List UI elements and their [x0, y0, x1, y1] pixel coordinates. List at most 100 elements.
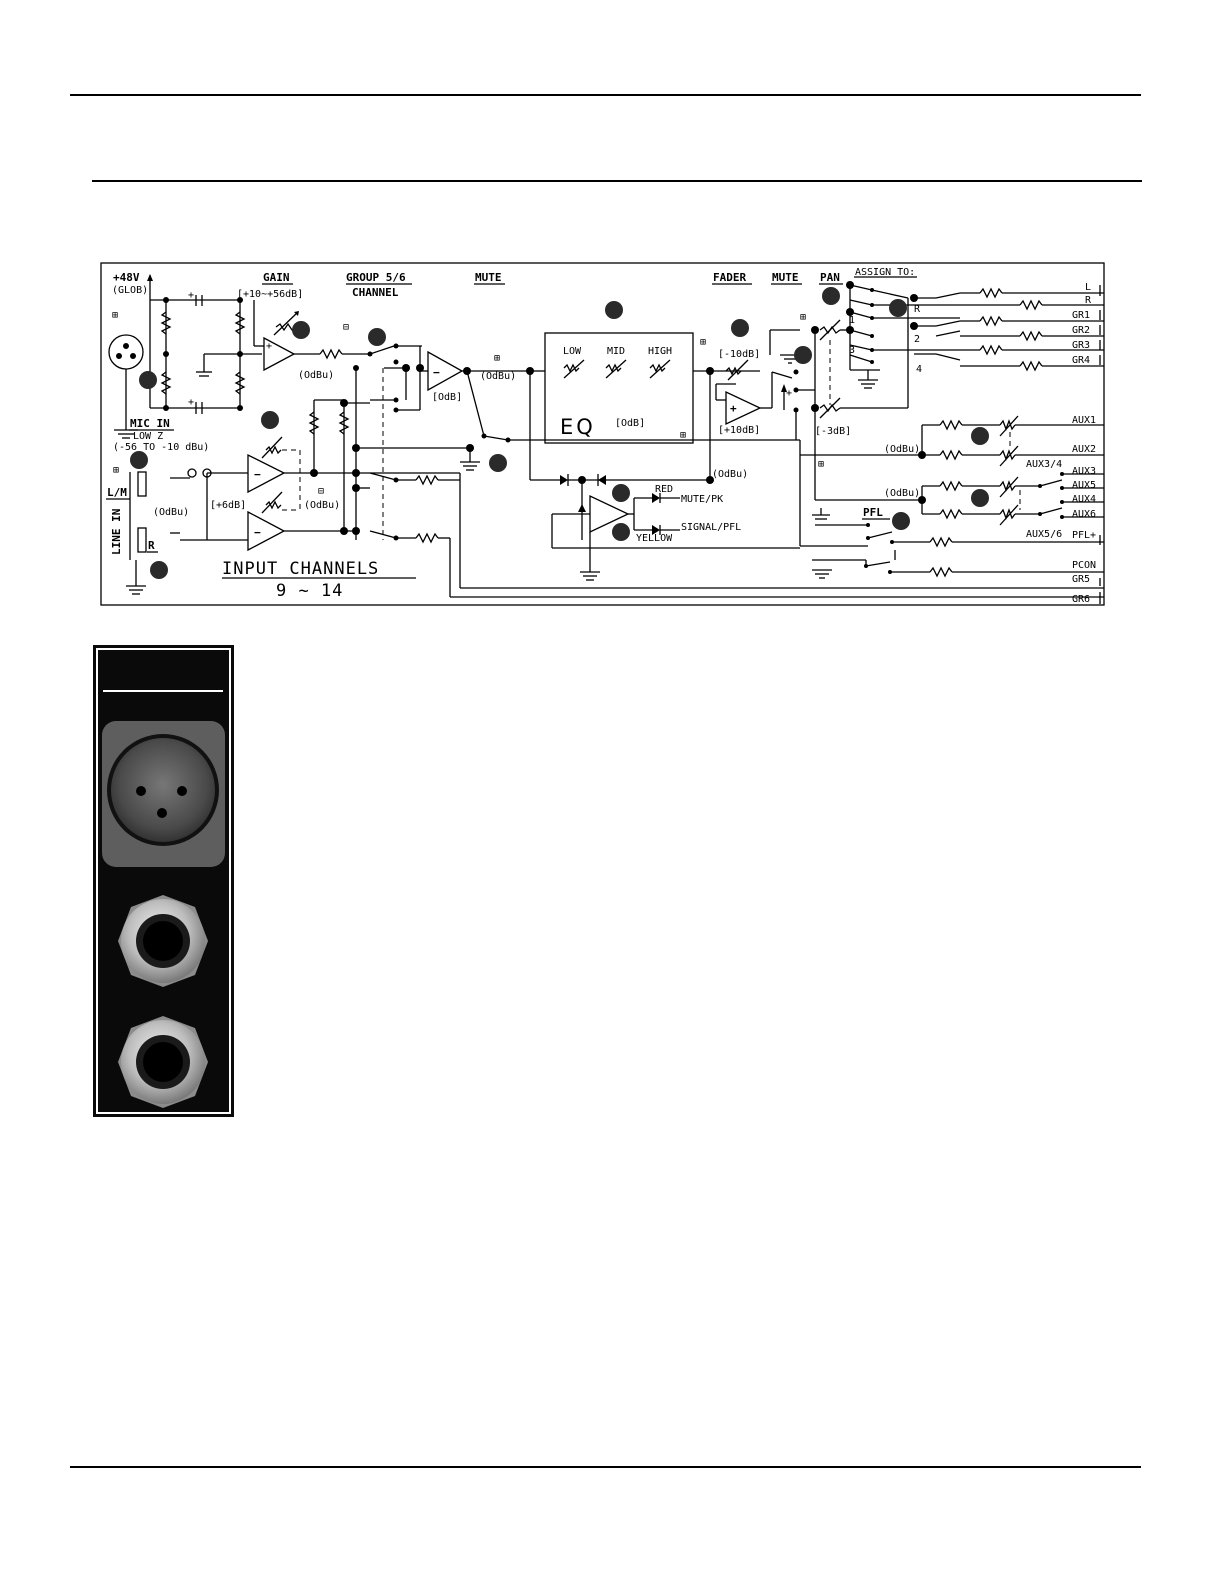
- bus-gr6: GR6: [1072, 594, 1090, 605]
- label-odbu-1: (OdBu): [298, 370, 334, 381]
- bus-gr1: GR1: [1072, 310, 1090, 321]
- callout-bubble: [731, 319, 749, 337]
- svg-text:⊞: ⊞: [818, 459, 824, 470]
- callout-bubble: [150, 561, 168, 579]
- label-lm: L/M: [107, 486, 127, 499]
- label-low-z: LOW Z: [133, 431, 163, 442]
- label-mute-1: MUTE: [475, 271, 502, 284]
- callout-bubble: [889, 299, 907, 317]
- bus-pfl: PFL+: [1072, 530, 1096, 541]
- label-odbu-7: (OdBu): [304, 500, 340, 511]
- box-plus-1: ⊞: [112, 310, 118, 321]
- callout-bubble: [612, 523, 630, 541]
- callout-bubble: [368, 328, 386, 346]
- label-mute-pk: MUTE/PK: [681, 494, 723, 505]
- label-channel: CHANNEL: [352, 286, 399, 299]
- callout-bubble: [822, 287, 840, 305]
- channel-strip-panel: [93, 645, 234, 1117]
- svg-text:−: −: [433, 366, 440, 379]
- callout-bubble: [605, 301, 623, 319]
- label-n1: 1: [849, 315, 855, 326]
- xlr-symbol-icon: [108, 334, 144, 370]
- callout-bubble: [489, 454, 507, 472]
- label-fader: FADER: [713, 271, 746, 284]
- diagram-title: INPUT CHANNELS: [222, 559, 379, 579]
- label-odbu-2: (OdBu): [480, 371, 516, 382]
- label-plus6: [+6dB]: [210, 500, 246, 511]
- svg-text:⊞: ⊞: [494, 353, 500, 364]
- svg-text:+: +: [266, 341, 272, 352]
- label-minus3: [-3dB]: [815, 426, 851, 437]
- svg-text:⊟: ⊟: [318, 486, 324, 497]
- label-odbu-6: (OdBu): [153, 507, 189, 518]
- label-plus10: [+10dB]: [718, 425, 760, 436]
- bus-aux2: AUX2: [1072, 444, 1096, 455]
- svg-text:−: −: [254, 526, 261, 539]
- label-n4: 4: [916, 364, 922, 375]
- callout-bubble: [971, 489, 989, 507]
- bus-r: R: [1085, 295, 1092, 306]
- label-nr: R: [914, 304, 921, 315]
- bus-aux5: AUX5: [1072, 480, 1096, 491]
- bus-pcon: PCON: [1072, 560, 1096, 571]
- line-amp-1: [247, 453, 286, 494]
- callout-bubble: [612, 484, 630, 502]
- callout-bubble: [130, 451, 148, 469]
- svg-text:+: +: [730, 402, 737, 415]
- label-odbu-3: (OdBu): [884, 444, 920, 455]
- header-rule-top: [70, 94, 1141, 96]
- bus-aux4: AUX4: [1072, 494, 1096, 505]
- label-odbu-4: (OdBu): [884, 488, 920, 499]
- label-mic-in: MIC IN: [130, 417, 170, 430]
- callout-bubble: [971, 427, 989, 445]
- label-group: GROUP 5/6: [346, 271, 406, 284]
- callout-bubble: [261, 411, 279, 429]
- bus-gr4: GR4: [1072, 355, 1090, 366]
- box-minus-1: ⊟: [343, 322, 349, 333]
- gain-amp: [263, 336, 296, 372]
- label-yellow: YELLOW: [636, 533, 673, 544]
- label-n2: 2: [914, 334, 920, 345]
- label-phantom: +48V: [113, 271, 140, 284]
- label-gain: GAIN: [263, 271, 290, 284]
- footer-rule: [70, 1466, 1141, 1468]
- svg-text:⊞: ⊞: [800, 312, 806, 323]
- svg-text:+: +: [188, 397, 194, 408]
- label-odb-1: [OdB]: [432, 392, 462, 403]
- bus-gr2: GR2: [1072, 325, 1090, 336]
- line-amp-2: [247, 510, 286, 552]
- fader-amp: [725, 390, 762, 426]
- label-aux56: AUX5/6: [1026, 529, 1062, 540]
- label-n3: 3: [849, 345, 855, 356]
- label-eq-mid: MID: [607, 346, 625, 357]
- svg-text:+: +: [188, 290, 194, 301]
- eq-block: [544, 332, 694, 444]
- callout-bubble: [892, 512, 910, 530]
- label-pfl: PFL: [863, 506, 883, 519]
- label-r-jack: R: [148, 539, 155, 552]
- callout-bubble: [794, 346, 812, 364]
- label-eq: EQ: [560, 415, 596, 439]
- svg-text:⊞: ⊞: [113, 465, 119, 476]
- bus-gr5: GR5: [1072, 574, 1090, 585]
- bus-aux3: AUX3: [1072, 466, 1096, 477]
- diagram-frame: [100, 262, 1105, 606]
- bus-aux1: AUX1: [1072, 415, 1096, 426]
- label-odb-eq: [OdB]: [615, 418, 645, 429]
- label-eq-high: HIGH: [648, 346, 672, 357]
- callout-bubble: [292, 321, 310, 339]
- svg-text:⊞: ⊞: [700, 337, 706, 348]
- label-mute-2: MUTE: [772, 271, 799, 284]
- label-odbu-5: (OdBu): [712, 469, 748, 480]
- svg-text:⊞: ⊞: [680, 430, 686, 441]
- callout-bubble: [139, 371, 157, 389]
- bus-l: L: [1085, 282, 1091, 293]
- svg-text:+: +: [786, 388, 792, 399]
- input-channel-block-diagram: +48V (GLOB) GAIN [+10~+56dB] GROUP 5/6 C…: [100, 262, 1105, 606]
- svg-text:−: −: [254, 468, 261, 481]
- diagram-subtitle: 9 ~ 14: [276, 581, 343, 601]
- header-rule-bottom: [92, 180, 1142, 182]
- label-line-in: LINE IN: [110, 509, 123, 555]
- label-glob: (GLOB): [112, 285, 148, 296]
- label-aux34: AUX3/4: [1026, 459, 1062, 470]
